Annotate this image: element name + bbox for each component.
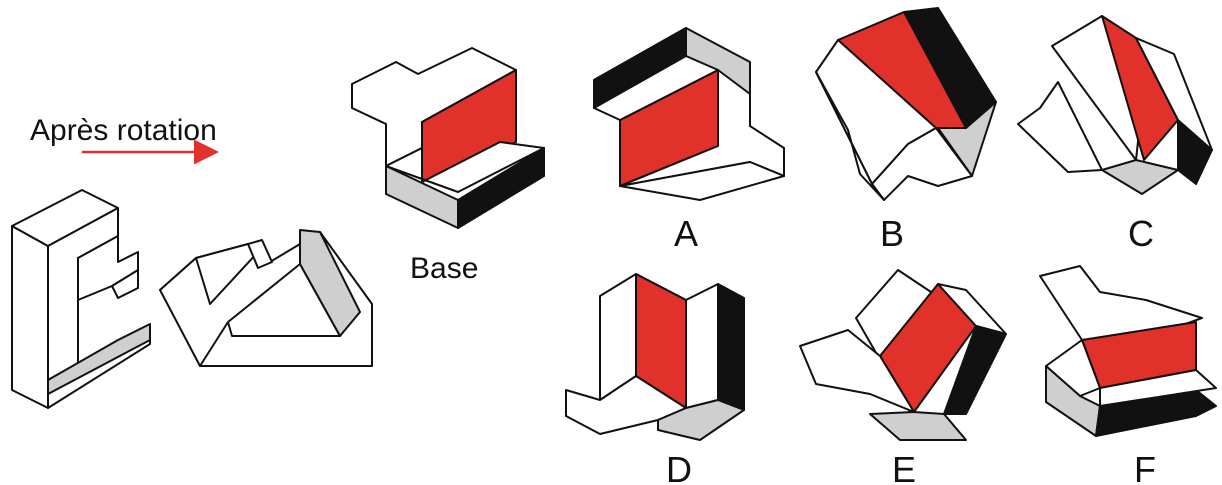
label-base: Base [410, 252, 478, 285]
label-option-f: F [1134, 449, 1156, 485]
option-e-block [799, 269, 1007, 441]
option-c-block [1017, 15, 1213, 195]
option-b-block [815, 7, 997, 201]
label-option-d: D [666, 449, 692, 485]
option-d-block [565, 273, 745, 441]
option-f-block [1039, 265, 1217, 437]
label-option-a: A [674, 213, 698, 254]
caption-apres-rotation: Après rotation [30, 114, 217, 147]
rotation-example-original [11, 189, 151, 409]
label-option-c: C [1128, 213, 1154, 254]
base-block [351, 47, 545, 229]
label-option-e: E [892, 449, 916, 485]
option-a-block [593, 27, 785, 201]
rotation-example-rotated [159, 229, 373, 367]
label-option-b: B [880, 213, 904, 254]
